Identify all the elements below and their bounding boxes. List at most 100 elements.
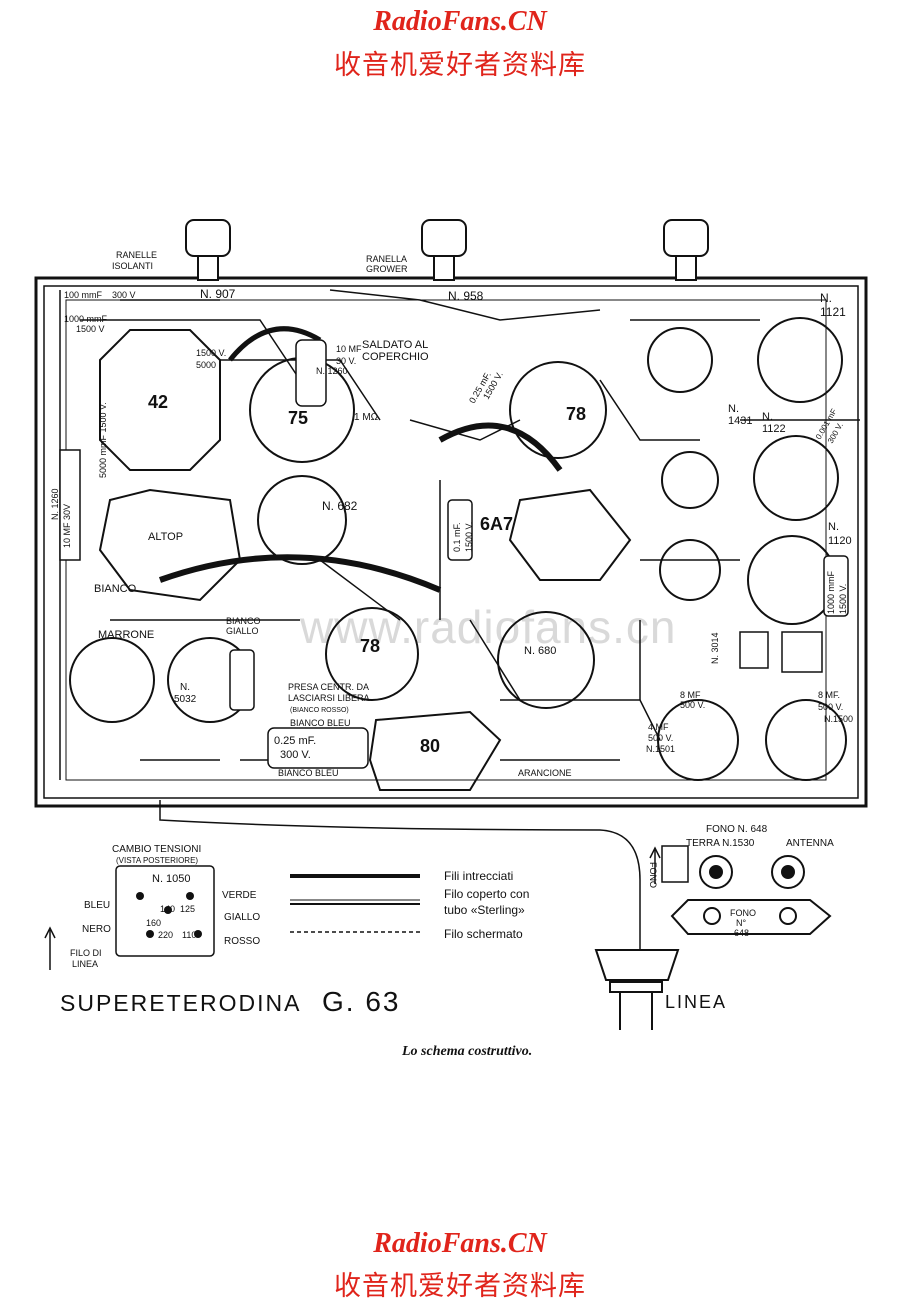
label-0.25mf-b: 0.25 mF. xyxy=(274,735,316,747)
label-8mf-b-2: 500 V. xyxy=(818,702,843,712)
label-bianco: BIANCO xyxy=(94,583,137,595)
cap-8mf-a xyxy=(657,699,739,781)
label-cambio-1: CAMBIO TENSIONI xyxy=(112,844,201,855)
tube-label-78-top: 78 xyxy=(566,404,586,424)
label-ranella-2: GROWER xyxy=(366,264,408,274)
label-8mf-b-1: 8 MF. xyxy=(818,690,840,700)
label-0.1mf-1500v: 1500 V. xyxy=(464,522,474,552)
line-arrow xyxy=(44,846,661,970)
label-giallo: GIALLO xyxy=(224,912,260,923)
coil-N1120 xyxy=(747,535,837,625)
diagram-title: SUPERETERODINA xyxy=(60,990,302,1016)
part-N1431-a: N. xyxy=(728,403,739,415)
label-5000mmf: 5000 mmF 1500 V. xyxy=(98,402,108,478)
cap-0.1mf-fono xyxy=(661,845,689,883)
label-bleu: BLEU xyxy=(84,900,110,911)
tube-label-75: 75 xyxy=(288,408,308,428)
cap-0.25mf-block xyxy=(267,727,369,769)
watermark-site-bottom: RadioFans.CN xyxy=(373,1228,547,1259)
part-N1122-a: N. xyxy=(762,411,773,423)
chassis-inner xyxy=(43,285,859,799)
part-N5032-a: N. xyxy=(180,682,190,693)
part-N1120-a: N. xyxy=(828,521,839,533)
label-N1260-vertical: N. 1260 xyxy=(50,488,60,520)
label-saldato-2: COPERCHIO xyxy=(362,351,429,363)
label-verde: VERDE xyxy=(222,890,257,901)
knob-left xyxy=(185,219,231,281)
knob-middle xyxy=(421,219,467,281)
part-N958: N. 958 xyxy=(448,289,484,303)
knob-right xyxy=(663,219,709,281)
socket-78-top xyxy=(509,361,607,459)
label-bianco-giallo-2: GIALLO xyxy=(226,626,259,636)
watermark-site-top: RadioFans.CN xyxy=(373,6,547,37)
legend-filo-coperto-2: tubo «Sterling» xyxy=(444,903,525,917)
label-0.1mf: 0.1 mF. xyxy=(452,522,462,552)
shielded-cable-2 xyxy=(438,422,563,472)
label-bianco-bleu-2: BIANCO BLEU xyxy=(278,768,339,778)
label-v220: 220 xyxy=(158,930,173,940)
label-nero: NERO xyxy=(82,924,111,935)
legend-lines xyxy=(290,874,420,933)
fono-antenna-board xyxy=(670,855,832,935)
label-presa-2: LASCIARSI LIBERA xyxy=(288,693,370,703)
voltage-selector-terminals xyxy=(136,892,202,938)
tube-label-6A7: 6A7 xyxy=(480,514,513,534)
coil-N1121 xyxy=(757,317,843,403)
label-v110: 110 xyxy=(182,930,196,940)
part-N5032-b: 5032 xyxy=(174,694,197,705)
tube-label-42: 42 xyxy=(148,392,168,412)
label-4mf-1: 4 MF xyxy=(648,722,669,732)
label-v160: 160 xyxy=(146,918,161,928)
cap-box-1000 xyxy=(781,631,823,673)
legend-fili-intrecciati: Fili intrecciati xyxy=(444,869,513,883)
watermark-subtitle-top: 收音机爱好者资料库 xyxy=(334,50,586,81)
label-v125: 125 xyxy=(180,904,195,914)
cap-0.1mf-1500v xyxy=(447,499,473,561)
part-N1431-b: 1431 xyxy=(728,415,752,427)
label-300v: 300 V xyxy=(112,290,136,300)
label-fono-648: FONO N. 648 xyxy=(706,824,768,835)
label-100mmf: 100 mmF xyxy=(64,290,103,300)
diagram-caption: Lo schema costruttivo. xyxy=(402,1044,533,1059)
label-1500v-5000: 1500 V. xyxy=(196,348,226,358)
label-rosso: ROSSO xyxy=(224,936,260,947)
part-N1120-b: 1120 xyxy=(828,535,852,547)
cap-10mf-vertical xyxy=(59,449,81,561)
part-N680: N. 680 xyxy=(524,645,556,657)
shielded-cable-3 xyxy=(228,326,322,362)
socket-N682 xyxy=(257,475,347,565)
label-marrone: MARRONE xyxy=(98,629,154,641)
transformer-left xyxy=(69,637,155,723)
shielded-cable-1 xyxy=(158,554,442,593)
socket-78-bottom xyxy=(325,607,419,701)
cap-1000mmf xyxy=(823,555,849,617)
label-presa-3: (BIANCO ROSSO) xyxy=(290,707,349,714)
cap-0.1mf-can xyxy=(229,649,255,711)
speaker-label: ALTOP xyxy=(148,531,183,543)
speaker-altop xyxy=(98,488,242,602)
label-ranelle-1: RANELLE xyxy=(116,250,157,260)
part-N1121-a: N. xyxy=(820,291,832,305)
label-fono-4: 648 xyxy=(734,928,749,938)
label-filo-linea-2: LINEA xyxy=(72,959,98,969)
part-N1122-b: 1122 xyxy=(762,423,786,435)
socket-42 xyxy=(99,329,221,471)
cap-8mf-b xyxy=(765,699,847,781)
gang-switch-mid xyxy=(661,451,719,509)
label-300v-b: 300 V. xyxy=(280,749,311,761)
legend-filo-schermato: Filo schermato xyxy=(444,927,523,941)
part-N682: N. 682 xyxy=(322,499,358,513)
label-filo-linea-1: FILO DI xyxy=(70,948,102,958)
plug-label: LINEA xyxy=(665,992,728,1012)
label-10mf-1: 10 MF xyxy=(336,344,362,354)
label-ranelle-2: ISOLANTI xyxy=(112,261,153,271)
label-5000: 5000 xyxy=(196,360,216,370)
label-4mf-2: 500 V. xyxy=(648,733,673,743)
part-N1121-b: 1121 xyxy=(820,305,846,319)
label-1500v-b: 1500 V. xyxy=(838,584,848,614)
label-arancione: ARANCIONE xyxy=(518,768,572,778)
socket-6A7 xyxy=(508,488,632,581)
label-terra: TERRA N.1530 xyxy=(686,838,755,849)
